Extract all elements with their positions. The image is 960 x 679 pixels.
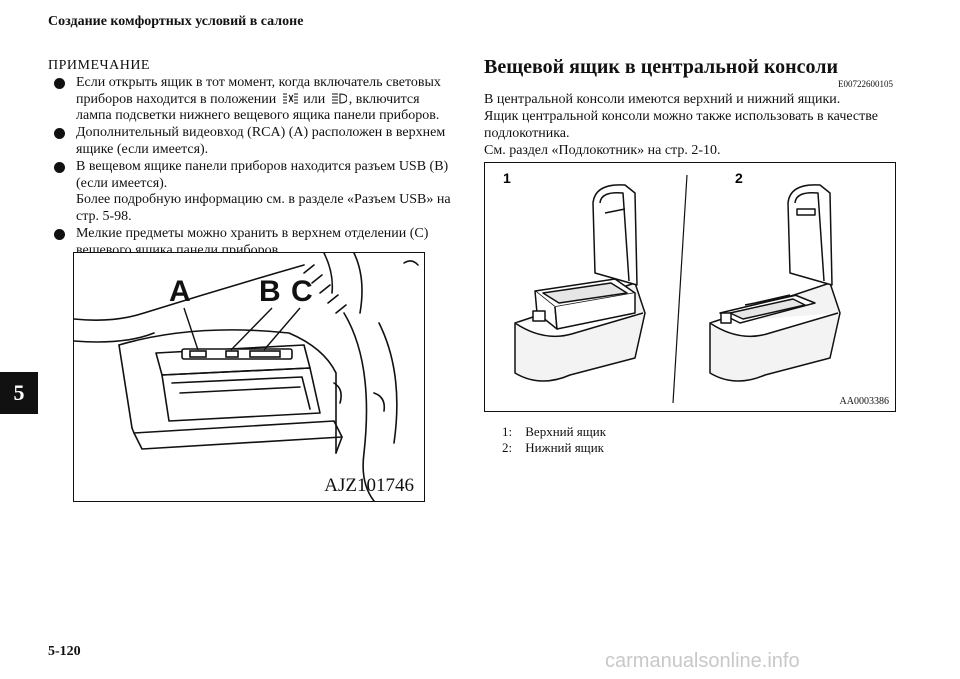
section-code: E00722600105 [838, 79, 893, 89]
glovebox-illustration: A B C [74, 253, 419, 501]
note-title: ПРИМЕЧАНИЕ [48, 58, 150, 73]
body-paragraph: В центральной консоли имеются верхний и … [484, 92, 841, 107]
bullet-dot-icon [54, 128, 65, 140]
console-figure: 1 2 [484, 162, 896, 412]
note-bullet: Дополнительный видеовход (RCA) (A) распо… [48, 125, 458, 159]
label-a: A [169, 275, 191, 308]
note-text: или [303, 91, 326, 107]
glovebox-figure: A B C AJZ101746 [73, 252, 425, 502]
label-b: B [259, 275, 281, 308]
section-body: В центральной консоли имеются верхний и … [484, 91, 904, 159]
note-text: Если открыть ящик в тот момент, когда вк… [76, 74, 441, 107]
note-text: В вещевом ящике панели приборов находитс… [76, 158, 449, 191]
bullet-dot-icon [54, 77, 65, 89]
note-bullet: В вещевом ящике панели приборов находитс… [48, 159, 458, 226]
headlights-icon [331, 93, 347, 104]
watermark-text: carmanualsonline.info [605, 650, 800, 672]
figure-code: AA0003386 [839, 396, 889, 407]
section-title: Вещевой ящик в центральной консоли [484, 56, 838, 78]
rca-jack [189, 350, 207, 358]
note-bullet: Если открыть ящик в тот момент, когда вк… [48, 75, 458, 125]
caption-item: 1: Верхний ящик [502, 424, 606, 440]
usb-port [225, 350, 239, 358]
small-compartment [249, 350, 281, 358]
caption-text: Нижний ящик [525, 440, 604, 455]
label-upper-box: 1 [503, 170, 511, 186]
bullet-dot-icon [54, 228, 65, 240]
caption-text: Верхний ящик [525, 424, 607, 439]
figure-code: AJZ101746 [324, 475, 414, 496]
body-paragraph: См. раздел «Подлокотник» на стр. 2-10. [484, 143, 721, 158]
parking-lights-icon [282, 93, 298, 104]
bullet-dot-icon [54, 161, 65, 173]
running-header: Создание комфортных условий в салоне [48, 14, 304, 29]
figure-captions: 1: Верхний ящик 2: Нижний ящик [502, 424, 606, 456]
body-paragraph: Ящик центральной консоли можно также исп… [484, 109, 879, 141]
note-text: Более подробную информацию см. в разделе… [76, 192, 451, 225]
note-text: Дополнительный видеовход (RCA) (A) распо… [76, 125, 446, 157]
page-number: 5-120 [48, 644, 81, 659]
console-illustration: 1 2 [503, 170, 841, 404]
note-block: ПРИМЕЧАНИЕ Если открыть ящик в тот момен… [48, 58, 458, 260]
note-text: , включится лампа подсветки нижнего веще… [76, 91, 440, 124]
caption-item: 2: Нижний ящик [502, 440, 606, 456]
caption-number: 2: [502, 440, 513, 455]
label-lower-box: 2 [735, 170, 743, 186]
chapter-tab: 5 [0, 372, 38, 414]
label-c: C [291, 275, 313, 308]
caption-number: 1: [502, 424, 513, 439]
